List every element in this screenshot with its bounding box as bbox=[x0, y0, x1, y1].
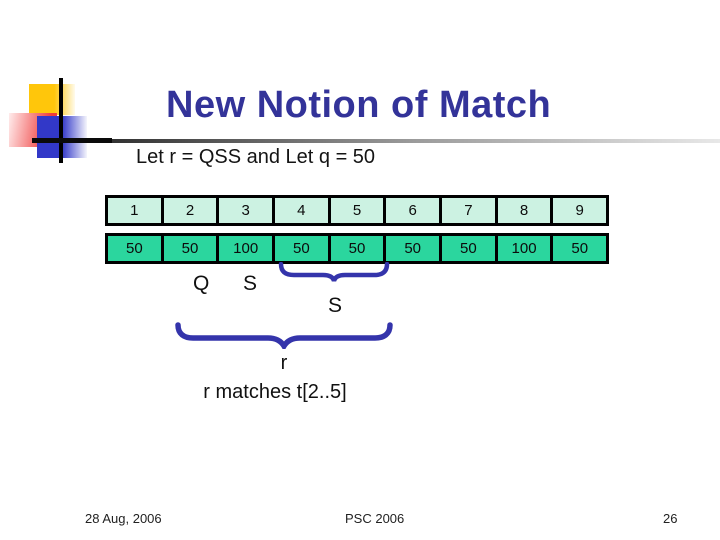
table-cell: 1 bbox=[108, 198, 164, 223]
table-cell: 100 bbox=[497, 236, 554, 261]
table-cell: 50 bbox=[553, 236, 607, 261]
table-cell: 6 bbox=[386, 198, 443, 223]
table-cell: 50 bbox=[330, 236, 387, 261]
table-cell: 8 bbox=[497, 198, 554, 223]
underbrace-r-icon bbox=[175, 322, 393, 349]
table-cell: 50 bbox=[163, 236, 220, 261]
table-cell: 9 bbox=[553, 198, 607, 223]
table-cell: 50 bbox=[386, 236, 443, 261]
table-cell: 4 bbox=[275, 198, 331, 223]
s-group-label: S bbox=[328, 294, 343, 317]
footer-page-number: 26 bbox=[663, 511, 678, 526]
decoration-vertical-line bbox=[59, 78, 63, 163]
underbrace-s-icon bbox=[278, 262, 390, 282]
r-label: r bbox=[280, 352, 288, 374]
title-underline-rule bbox=[32, 139, 720, 143]
table-cell: 100 bbox=[219, 236, 276, 261]
match-statement: r matches t[2..5] bbox=[203, 381, 347, 403]
table-cell: 3 bbox=[219, 198, 276, 223]
table-cell: 50 bbox=[275, 236, 331, 261]
decoration-yellow-square bbox=[29, 84, 75, 115]
table-cell: 50 bbox=[108, 236, 164, 261]
footer-date: 28 Aug, 2006 bbox=[85, 511, 162, 526]
footer-conference: PSC 2006 bbox=[345, 511, 405, 526]
slide-title: New Notion of Match bbox=[166, 84, 552, 126]
table-cell: 2 bbox=[163, 198, 220, 223]
table-cell: 50 bbox=[442, 236, 498, 261]
q-label: Q bbox=[193, 272, 210, 295]
table-cell: 5 bbox=[330, 198, 387, 223]
decoration-horizontal-line bbox=[32, 138, 112, 143]
s-label: S bbox=[243, 272, 258, 295]
slide-subtitle: Let r = QSS and Let q = 50 bbox=[136, 146, 376, 168]
table-cell: 7 bbox=[442, 198, 498, 223]
